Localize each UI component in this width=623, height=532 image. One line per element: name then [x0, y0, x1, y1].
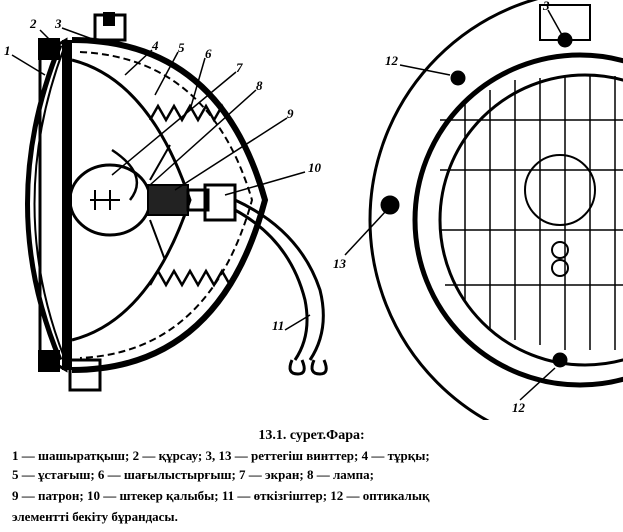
callout-8: 8	[256, 78, 263, 93]
headlight-diagram: 1 2 3 4 5 6 7 8 9 10 11	[4, 0, 623, 420]
optical-element	[412, 52, 623, 388]
legend-line-4: элементті бекіту бұрандасы.	[12, 509, 178, 524]
outer-rim	[368, 0, 539, 420]
callout-3-front: 3	[542, 0, 550, 13]
side-section-view	[25, 12, 328, 392]
callout-7: 7	[236, 60, 243, 75]
callout-12-lower: 12	[512, 400, 526, 415]
lamp-center	[524, 154, 596, 226]
adjusting-screw-top	[557, 32, 573, 48]
callout-10: 10	[308, 160, 322, 175]
wires	[234, 198, 325, 361]
wire-terminal-left	[288, 359, 306, 376]
callout-2: 2	[29, 16, 37, 31]
callout-13: 13	[333, 256, 347, 271]
callout-1: 1	[4, 43, 11, 58]
callout-5: 5	[178, 40, 185, 55]
spring-upper	[148, 103, 232, 123]
reflector	[71, 58, 192, 342]
callout-3: 3	[54, 16, 62, 31]
callout-leaders-right	[344, 9, 563, 401]
callout-11: 11	[272, 318, 284, 333]
front-view	[368, 0, 623, 420]
legend-line-1: 1 — шашыратқыш; 2 — құрсау; 3, 13 — ретт…	[12, 448, 430, 463]
housing	[71, 37, 269, 373]
socket	[147, 184, 189, 216]
lens-pattern	[440, 76, 623, 350]
plug-body	[203, 183, 237, 222]
screen	[111, 148, 139, 201]
diffuser-lens	[25, 44, 63, 361]
callout-leaders-left	[11, 27, 311, 331]
legend-line-3: 9 — патрон; 10 — штекер қалыбы; 11 — өтк…	[12, 488, 430, 503]
mounting-screw-lower	[552, 352, 568, 368]
legend-line-2: 5 — ұстағыш; 6 — шағылыстырғыш; 7 — экра…	[12, 467, 374, 482]
callout-9: 9	[287, 106, 294, 121]
callout-12-upper: 12	[385, 53, 399, 68]
caption-title: 13.1. сурет.Фара:	[258, 428, 365, 443]
mounting-screw-upper	[450, 70, 466, 86]
spring-lower	[148, 268, 232, 288]
callout-6: 6	[205, 46, 212, 61]
callout-4: 4	[151, 38, 159, 53]
wire-terminal-right	[310, 359, 328, 376]
adjusting-screw-side	[380, 195, 400, 215]
